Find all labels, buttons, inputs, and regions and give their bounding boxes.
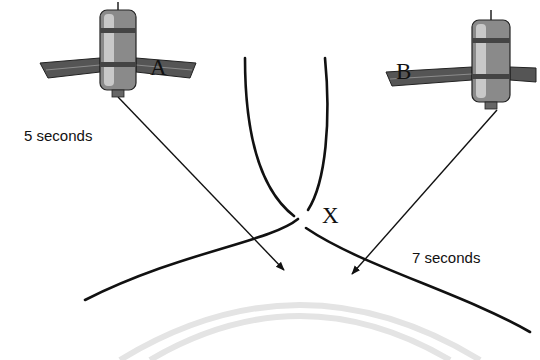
signal-arrows [118, 97, 497, 274]
watermark-arcs [120, 305, 480, 360]
range-curve [85, 219, 298, 300]
range-curves [85, 58, 530, 332]
time-label: 5 seconds [24, 128, 92, 143]
point-label: X [322, 204, 339, 227]
signal-arrow [352, 110, 497, 274]
range-curve [308, 58, 327, 210]
time-label: 7 seconds [412, 250, 480, 265]
satellite-symbol [40, 2, 196, 97]
signal-arrow [118, 97, 284, 270]
satellite-symbol [386, 10, 536, 109]
range-curve [306, 228, 530, 332]
satellite-label: B [396, 60, 411, 83]
range-curve [245, 58, 294, 216]
satellite-label: A [150, 56, 167, 79]
